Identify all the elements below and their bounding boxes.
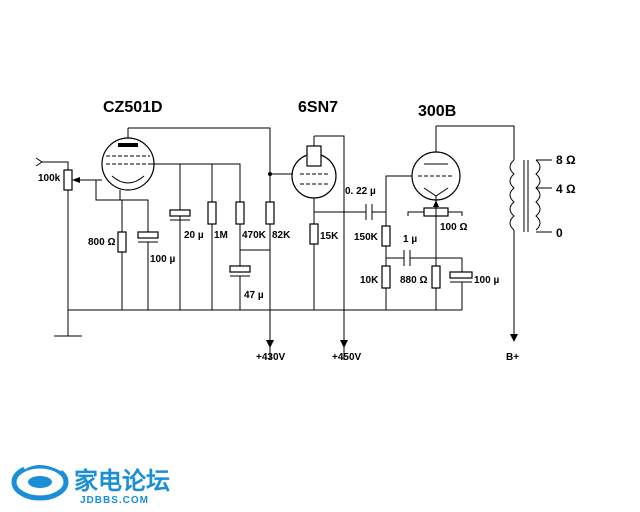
coupling-cap-label: 0. 22 µ	[345, 186, 376, 197]
resistor-82k	[265, 201, 275, 225]
tube-6sn7	[291, 136, 337, 199]
tap-0-label: 0	[556, 226, 563, 240]
resistor-880	[431, 265, 441, 289]
output-plate-wire	[436, 125, 515, 160]
hum-pot-label: 100 Ω	[440, 222, 467, 233]
grid-resistor-150k	[381, 225, 391, 247]
resistor-15k-label: 15K	[320, 231, 339, 242]
tube-label-6sn7: 6SN7	[298, 99, 338, 116]
rail-450v-arrow	[340, 340, 348, 348]
output-transformer	[509, 159, 541, 232]
resistor-470k	[235, 201, 245, 225]
logo-chinese-text: 家电论坛	[74, 467, 170, 495]
cathode-res-800-label: 800 Ω	[88, 237, 115, 248]
driver-plate-wire	[314, 135, 345, 360]
capacitor-47u	[229, 265, 251, 277]
grid-res-150k-label: 150K	[354, 232, 379, 243]
resistor-470k-label: 470K	[242, 230, 267, 241]
resistor-82k-label: 82K	[272, 230, 291, 241]
rail-430v-label: +430V	[256, 352, 286, 363]
tap-8ohm-label: 8 Ω	[556, 153, 576, 167]
logo-english-text: JDBBS.COM	[80, 495, 149, 506]
bleeder-1m-label: 1M	[214, 230, 228, 241]
plate-feed-wire	[128, 127, 271, 360]
tube-label-cz501d: CZ501D	[103, 99, 163, 116]
cap-100u-out-label: 100 µ	[474, 275, 499, 286]
resistor-880-label: 880 Ω	[400, 275, 427, 286]
jdbbs-logo	[11, 462, 69, 501]
rail-450v-label: +450V	[332, 352, 362, 363]
resistor-15k	[309, 223, 319, 245]
resistor-10k	[381, 265, 391, 289]
cathode-capacitor-100u	[137, 231, 159, 243]
tap-4ohm-label: 4 Ω	[556, 182, 576, 196]
tube-cz501d	[101, 128, 155, 191]
output-cathode-capacitor-100u	[449, 271, 473, 283]
cap-47u-label: 47 µ	[244, 290, 264, 301]
input-pot-label: 100k	[38, 173, 61, 184]
input-wire	[42, 161, 69, 170]
tube-300b	[411, 126, 461, 201]
filter-cap-20u-label: 20 µ	[184, 230, 204, 241]
cathode-resistor-800	[117, 231, 127, 253]
rail-430v-arrow	[266, 340, 274, 348]
input-potentiometer	[63, 169, 73, 191]
bleeder-resistor-1m	[207, 201, 217, 225]
rail-bplus-arrow	[510, 334, 518, 342]
cap-1u-label: 1 µ	[403, 234, 417, 245]
input-arrow	[35, 157, 43, 167]
filter-capacitor-20u	[169, 209, 191, 221]
resistor-10k-label: 10K	[360, 275, 379, 286]
rail-bplus-label: B+	[506, 352, 519, 363]
tube-label-300b: 300B	[418, 103, 456, 120]
cathode-cap-100u-label: 100 µ	[150, 254, 175, 265]
pot-wiper-arrow	[72, 177, 80, 183]
